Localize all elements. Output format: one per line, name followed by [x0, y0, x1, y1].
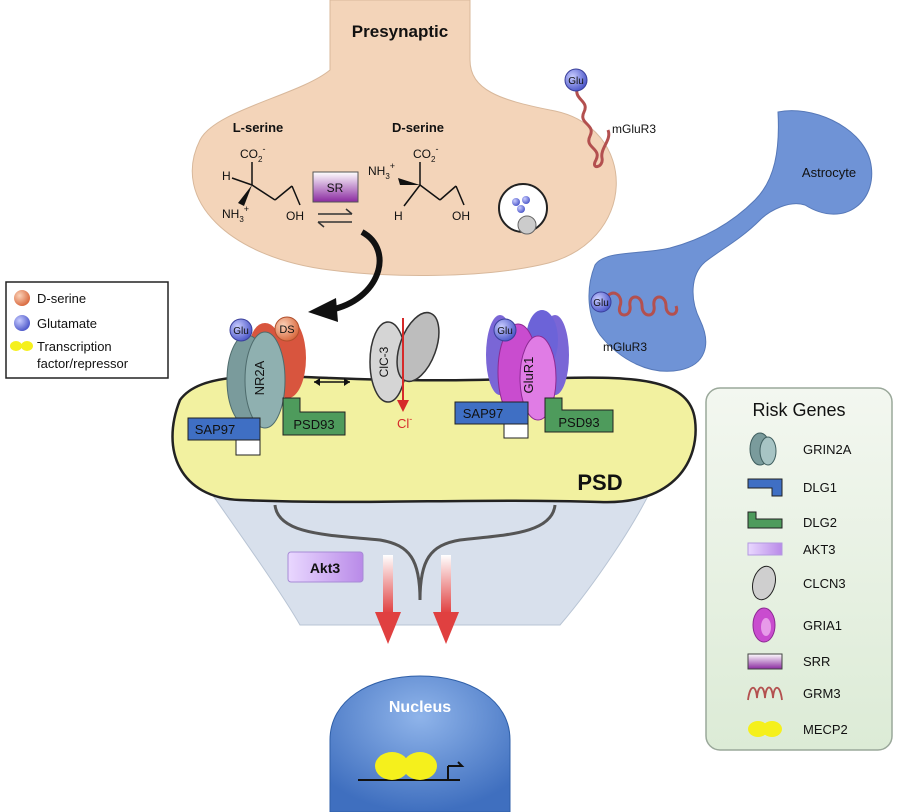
- akt-bar-icon: [747, 542, 783, 556]
- risk-genes-panel: Risk Genes GRIN2A DLG1 DLG2 AKT3 CLCN3 G…: [705, 387, 893, 751]
- sr-label: SR: [327, 181, 344, 195]
- risk-gene-akt3: AKT3: [803, 542, 836, 557]
- nmda-subunit-icon: [749, 432, 777, 466]
- sap97-left: SAP97: [187, 417, 261, 456]
- l-serine-h: H: [222, 169, 231, 183]
- svg-text:PSD93: PSD93: [558, 415, 599, 430]
- svg-text:DS: DS: [279, 324, 294, 336]
- psd93-left: PSD93: [282, 397, 346, 436]
- svg-text:NH3+: NH3+: [222, 204, 249, 224]
- d-serine-oh: OH: [452, 209, 470, 223]
- risk-gene-grin2a: GRIN2A: [803, 442, 852, 457]
- legend-factor-repressor: factor/repressor: [37, 356, 129, 371]
- legend-transcription: Transcription: [37, 339, 112, 354]
- l-serine-structure: L-serine CO2- H NH3+ OH: [222, 120, 304, 224]
- mecp2-dimer-icon: [375, 752, 409, 780]
- green-scaffold-icon: [747, 511, 783, 529]
- svg-text:CO2-: CO2-: [413, 144, 438, 164]
- d-serine-h: H: [394, 209, 403, 223]
- risk-gene-mecp2: MECP2: [803, 722, 848, 737]
- interaction-arrow: [314, 378, 350, 386]
- svg-text:Glu: Glu: [233, 326, 249, 337]
- presynaptic-mglur3-label: mGluR3: [612, 122, 656, 136]
- nucleus-label: Nucleus: [389, 699, 451, 716]
- svg-text:NH3+: NH3+: [368, 161, 395, 181]
- svg-text:SAP97: SAP97: [463, 406, 503, 421]
- presynaptic-mglur3: Glu mGluR3: [564, 68, 656, 168]
- legend-d-serine: D-serine: [37, 291, 86, 306]
- blue-scaffold-icon: [747, 478, 783, 497]
- nucleus: Nucleus: [329, 675, 511, 812]
- astrocytic-mglur3: Glu mGluR3: [590, 291, 679, 354]
- serine-racemase-box: SR: [312, 171, 359, 228]
- nr2a-label: NR2A: [252, 360, 267, 395]
- nuclear-signal-arrows: [375, 555, 459, 644]
- transcription-factor-legend-icon: [10, 341, 22, 351]
- d-serine-structure: D-serine CO2- NH3+ H OH: [368, 120, 470, 223]
- legend-glutamate: Glutamate: [37, 316, 97, 331]
- postsynaptic-spine: PSD: [171, 374, 697, 626]
- astrocytic-mglur3-label: mGluR3: [603, 340, 647, 354]
- psd-label: PSD: [577, 470, 622, 495]
- risk-gene-gria1: GRIA1: [803, 618, 842, 633]
- yellow-dimer-icon: [748, 721, 782, 737]
- svg-text:Glu: Glu: [593, 298, 609, 309]
- svg-text:SAP97: SAP97: [195, 422, 235, 437]
- astrocyte-label: Astrocyte: [802, 165, 856, 180]
- legend-box: D-serine Glutamate Transcription factor/…: [5, 281, 169, 379]
- glur1-label: GluR1: [521, 357, 536, 394]
- svg-text:CO2-: CO2-: [240, 144, 265, 164]
- presynaptic-label: Presynaptic: [352, 22, 448, 41]
- risk-gene-dlg1: DLG1: [803, 480, 837, 495]
- ampa-subunit-icon: [752, 607, 776, 643]
- astrocyte: Astrocyte: [588, 110, 873, 372]
- d-serine-release-arrow: [308, 229, 383, 322]
- glutamate-legend-icon: [14, 315, 30, 331]
- akt3-label: Akt3: [310, 560, 341, 576]
- chloride-channel-icon: [751, 565, 777, 601]
- risk-gene-grm3: GRM3: [803, 686, 841, 701]
- risk-gene-clcn3: CLCN3: [803, 576, 846, 591]
- svg-text:Glu: Glu: [568, 76, 584, 87]
- coil-receptor-icon: [747, 686, 783, 701]
- clc3-label: ClC-3: [377, 346, 391, 377]
- svg-text:PSD93: PSD93: [293, 417, 334, 432]
- clc3-channel: ClC-3 Cl-: [369, 311, 440, 431]
- svg-text:Glu: Glu: [497, 326, 513, 337]
- d-serine-label: D-serine: [392, 120, 444, 135]
- sap97-right: SAP97: [454, 401, 529, 439]
- l-serine-label: L-serine: [233, 120, 284, 135]
- d-serine-legend-icon: [14, 290, 30, 306]
- risk-gene-dlg2: DLG2: [803, 515, 837, 530]
- risk-genes-title: Risk Genes: [752, 400, 845, 420]
- akt3-box: Akt3: [287, 551, 364, 583]
- sr-box-icon: [747, 653, 783, 670]
- nmda-receptor: DS Glu NR2A: [226, 316, 306, 429]
- chloride-label: Cl-: [397, 414, 412, 431]
- synaptic-vesicle: [498, 183, 548, 235]
- l-serine-oh: OH: [286, 209, 304, 223]
- risk-gene-srr: SRR: [803, 654, 830, 669]
- psd93-right: PSD93: [544, 397, 614, 433]
- signaling-path: [273, 504, 557, 601]
- presynaptic-terminal: Presynaptic: [191, 0, 617, 276]
